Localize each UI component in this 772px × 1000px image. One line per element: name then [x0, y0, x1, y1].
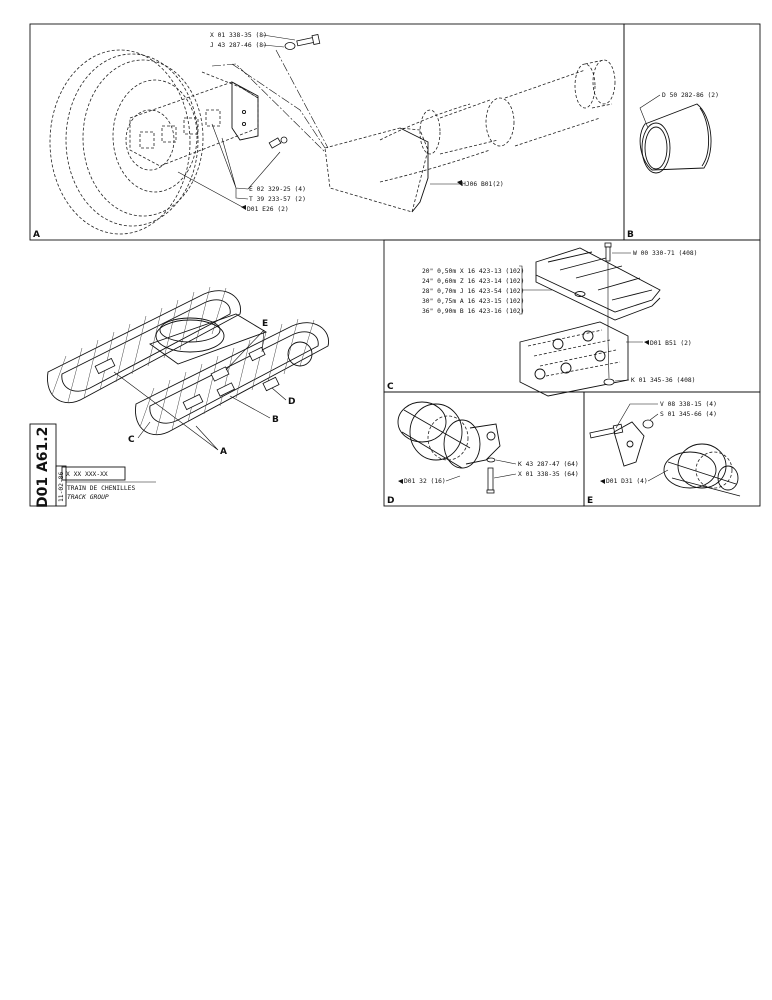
- shoe-row: 20" 0,50m X 16 423-13 (102): [422, 268, 524, 275]
- shoe-row: 30" 0,75m A 16 423-15 (102): [422, 298, 524, 305]
- label-k01-345-36: K 01 345-36 (408): [631, 377, 695, 384]
- label-d50-282-86: D 50 282-86 (2): [662, 92, 719, 99]
- overview-label-b: B: [272, 415, 279, 425]
- ref-box: X XX XXX-XX: [66, 471, 108, 478]
- bolt-x01-338-35: [284, 34, 321, 50]
- label-s01-345-66: S 01 345-66 (4): [660, 411, 717, 418]
- label-x01-338-35: X 01 338-35 (8): [210, 32, 267, 39]
- panel-d-drawing: [397, 401, 501, 494]
- label-hj06-b01: HJ06 B01(2): [462, 181, 504, 188]
- panel-a-drawing: [49, 34, 616, 235]
- overview-label-d: D: [288, 397, 295, 407]
- sheet-code: D01 A61.2: [35, 427, 51, 508]
- title-block: D01 A61.2 11-02-86 X XX XXX-XX TRAIN DE …: [29, 423, 156, 508]
- label-w00-330-71: W 00 330-71 (408): [633, 250, 697, 257]
- shoe-row: 28" 0,70m J 16 423-54 (102): [422, 288, 524, 295]
- panel-c-labels: W 00 330-71 (408) 20" 0,50m X 16 423-13 …: [422, 250, 697, 384]
- panel-c-drawing: [519, 242, 661, 397]
- overview-label-e: E: [262, 319, 268, 329]
- label-j43-287-46: J 43 287-46 (8): [210, 42, 267, 49]
- title-fr: TRAIN DE CHENILLES: [67, 485, 135, 492]
- shoe-table: 20" 0,50m X 16 423-13 (102) 24" 0,60m Z …: [422, 265, 552, 315]
- overview-label-a: A: [220, 447, 227, 457]
- label-e02-329-25: E 02 329-25 (4): [249, 186, 306, 193]
- panel-d-labels: D01 32 (16) K 43 287-47 (64) X 01 338-35…: [398, 459, 579, 485]
- label-k43-287-47: K 43 287-47 (64): [518, 461, 579, 468]
- panel-e-letter: E: [587, 496, 593, 506]
- panel-e-labels: V 08 338-15 (4) S 01 345-66 (4) D01 D31 …: [600, 401, 717, 485]
- panel-b-letter: B: [627, 230, 634, 240]
- label-d01-e26: D01 E26 (2): [247, 206, 289, 213]
- label-d01-32: D01 32 (16): [404, 478, 446, 485]
- label-t39-233-57: T 39 233-57 (2): [249, 196, 306, 203]
- overview-labels: E D B C A: [113, 319, 295, 457]
- panel-b-drawing: [639, 103, 712, 174]
- track-hatch-right: [139, 318, 315, 435]
- panel-e-drawing: [589, 419, 741, 497]
- bolt-e02-329-25: [268, 136, 288, 149]
- track-hatch-left: [51, 286, 227, 403]
- panel-frames: [29, 23, 761, 507]
- panel-a-labels: X 01 338-35 (8) J 43 287-46 (8) E 02 329…: [177, 32, 504, 213]
- sheet-date: 11-02-86: [58, 471, 65, 502]
- label-x01-338-35-d: X 01 338-35 (64): [518, 471, 579, 478]
- label-v08-338-15: V 08 338-15 (4): [660, 401, 717, 408]
- panel-a-letter: A: [33, 230, 40, 240]
- shoe-row: 36" 0,90m B 16 423-16 (102): [422, 308, 524, 315]
- label-d01-b51: D01 B51 (2): [650, 340, 692, 347]
- overview-label-c: C: [128, 435, 135, 445]
- panel-d-letter: D: [387, 496, 394, 506]
- panel-c-letter: C: [387, 382, 394, 392]
- label-d01-d31: D01 D31 (4): [606, 478, 648, 485]
- overview-undercarriage: [47, 286, 329, 436]
- shoe-row: 24" 0,60m Z 16 423-14 (102): [422, 278, 524, 285]
- title-en: TRACK GROUP: [67, 494, 109, 501]
